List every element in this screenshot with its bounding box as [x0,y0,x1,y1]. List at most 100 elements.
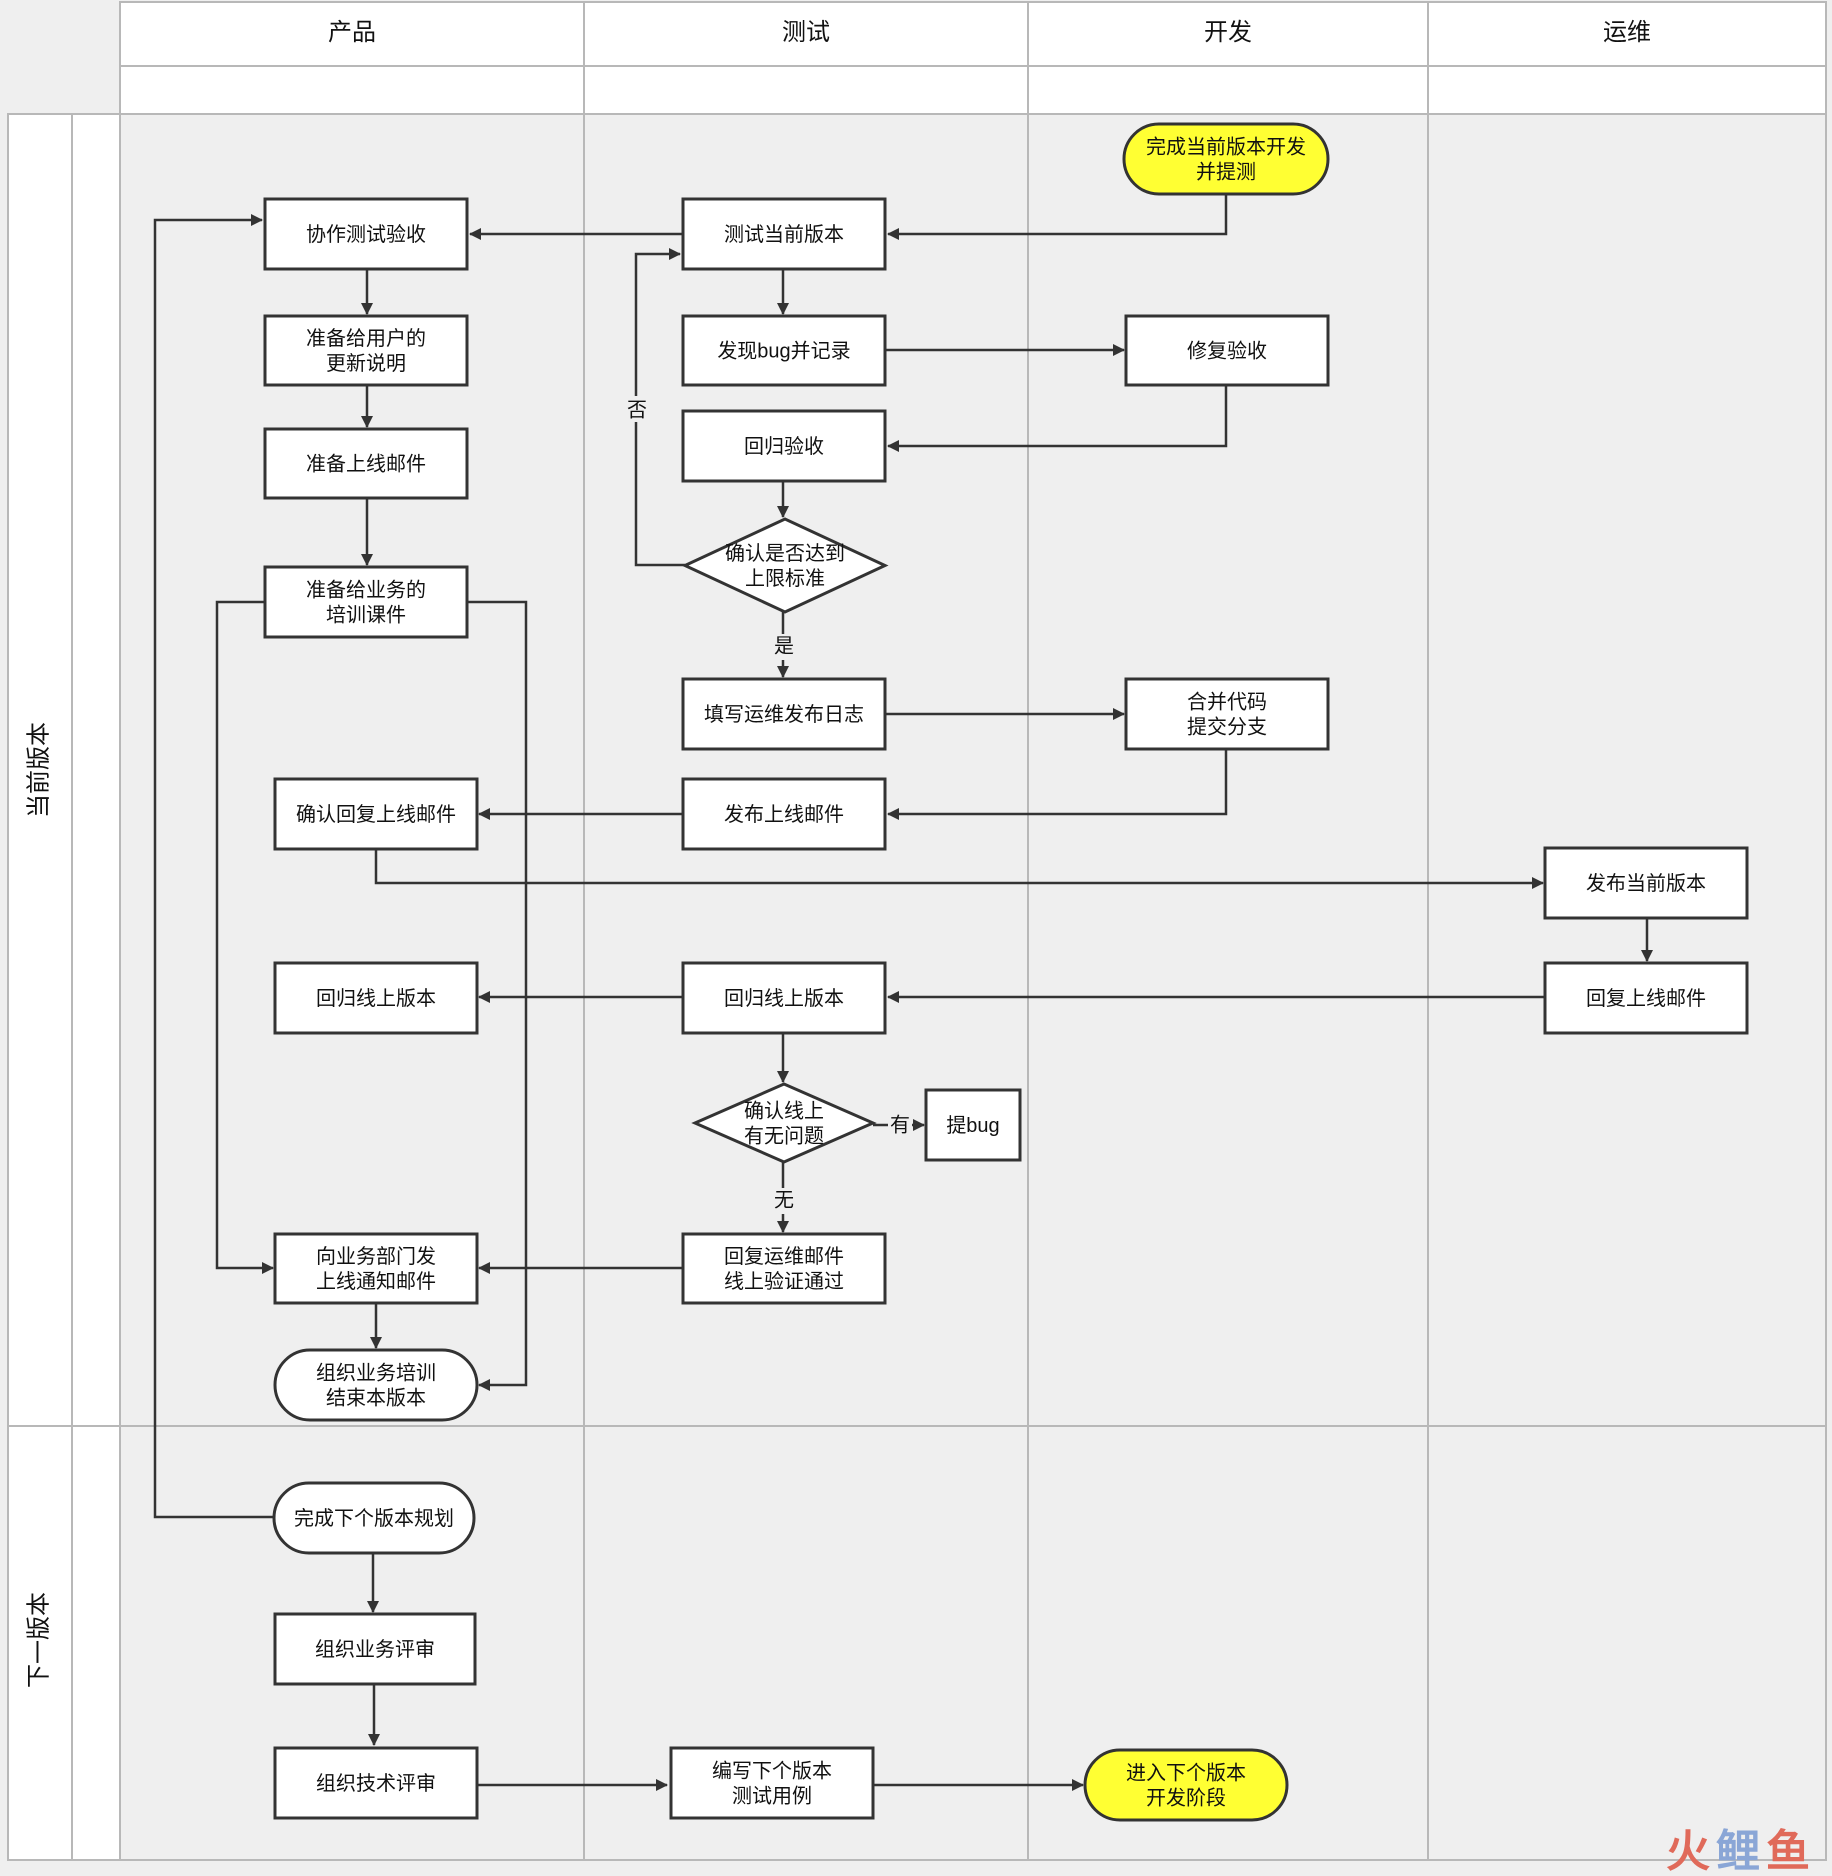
node-label: 提bug [946,1114,999,1137]
edge [887,749,1228,820]
watermark-char-1: 火 [1666,1827,1710,1876]
node-shape [273,961,479,1035]
node-regress-online-prod: 回归线上版本 [273,961,479,1035]
node-label-line: 回复运维邮件 [724,1245,844,1268]
node-label: 编写下个版本测试用例 [712,1760,832,1808]
edge-label-bg [773,1188,795,1214]
node-shape [681,777,887,851]
node-shape [273,1232,479,1305]
node-label-line: 编写下个版本 [712,1760,832,1783]
node-label-line: 发布当前版本 [1586,872,1706,895]
node-start: 完成当前版本开发并提测 [1122,122,1330,196]
node-shape [669,1746,875,1820]
node-label: 填写运维发布日志 [704,703,864,726]
node-notify-business: 向业务部门发上线通知邮件 [273,1232,479,1305]
edge [887,385,1228,452]
node-label-line: 回归验收 [744,435,824,458]
node-shape [263,197,469,271]
node-label-line: 组织技术评审 [316,1772,436,1795]
node-label-line: 准备给业务的 [306,579,426,602]
node-label-line: 结束本版本 [326,1387,426,1410]
node-label: 完成下个版本规划 [294,1507,454,1530]
node-label-line: 修复验收 [1187,340,1267,363]
node-label-line: 确认是否达到 [725,542,845,565]
node-label: 回复上线邮件 [1586,987,1706,1010]
node-shape [263,565,469,639]
node-shape [691,1082,877,1164]
node-merge-code: 合并代码提交分支 [1124,677,1330,751]
node-prep-notes: 准备给用户的更新说明 [263,314,469,387]
node-shape [681,677,887,751]
edge-label-no: 否 [627,399,647,421]
node-label: 回归验收 [744,435,824,458]
node-label-line: 确认回复上线邮件 [296,803,456,826]
node-label: 确认回复上线邮件 [296,803,456,826]
edge-label-none: 无 [774,1189,794,1211]
node-label: 测试当前版本 [724,223,844,246]
lane-grid [7,1,1827,1861]
node-label: 回复运维邮件线上验证通过 [724,1245,844,1293]
node-label-line: 发布上线邮件 [724,803,844,826]
node-label: 发布上线邮件 [724,803,844,826]
node-shape [681,197,887,271]
node-label: 组织业务培训结束本版本 [316,1362,436,1410]
node-label-line: 上线通知邮件 [316,1270,436,1293]
node-shape [273,1348,479,1422]
node-shape [272,1481,476,1555]
node-shape [681,517,889,614]
node-find-bug: 发现bug并记录 [681,314,887,387]
watermark: 火 鲤 鱼 [1666,1827,1810,1876]
node-label-line: 回归线上版本 [724,987,844,1010]
node-label: 准备给用户的更新说明 [306,327,426,375]
node-label-line: 准备给用户的 [306,327,426,350]
node-shape [273,1746,479,1820]
node-label-line: 完成当前版本开发 [1146,136,1306,159]
node-raise-bug: 提bug [924,1088,1022,1162]
column-header-ops: 运维 [1603,19,1651,46]
edge-label-bg [626,396,648,422]
edge [467,600,528,1391]
node-label: 准备给业务的培训课件 [306,579,426,627]
node-label: 完成当前版本开发并提测 [1146,136,1306,184]
watermark-char-3: 鱼 [1766,1827,1810,1876]
node-coop-accept: 协作测试验收 [263,197,469,271]
edge [374,849,1544,889]
node-label-line: 提bug [946,1114,999,1137]
header-sub-row [119,65,1827,115]
node-confirm-reply: 确认回复上线邮件 [273,777,479,851]
node-regress-accept: 回归验收 [681,409,887,483]
node-fill-log: 填写运维发布日志 [681,677,887,751]
edge-label-has: 有 [890,1113,910,1136]
node-shape [1543,846,1749,920]
node-label: 发布当前版本 [1586,872,1706,895]
node-shape [1124,314,1330,387]
node-label: 发现bug并记录 [717,340,850,363]
row-current-version [7,113,1827,1427]
node-label-line: 线上验证通过 [724,1270,844,1293]
node-label-line: 准备上线邮件 [306,453,426,476]
node-label-line: 更新说明 [326,352,406,375]
node-shape [273,777,479,851]
node-label-line: 向业务部门发 [316,1245,436,1268]
edge-label-bg [888,1112,912,1138]
node-label-line: 提交分支 [1187,716,1267,739]
node-shape [263,427,469,500]
edge-label-bg [773,634,795,660]
node-label-line: 培训课件 [326,604,406,627]
row-header-current-label: 当前版本 [25,722,52,818]
node-label-line: 进入下个版本 [1126,1762,1246,1785]
node-label: 准备上线邮件 [306,453,426,476]
node-label-line: 确认线上 [744,1100,824,1123]
edge [215,600,274,1274]
node-label: 进入下个版本开发阶段 [1126,1762,1246,1810]
node-label: 组织业务评审 [315,1638,435,1661]
node-label-line: 测试当前版本 [724,223,844,246]
node-label: 确认是否达到上限标准 [725,542,845,590]
node-label-line: 填写运维发布日志 [704,703,864,726]
node-label: 组织技术评审 [316,1772,436,1795]
node-reply-launch: 回复上线邮件 [1543,961,1749,1035]
node-label: 修复验收 [1187,340,1267,363]
node-label: 回归线上版本 [316,987,436,1010]
row-subheader-current [71,113,121,1427]
edges [153,194,1653,1791]
